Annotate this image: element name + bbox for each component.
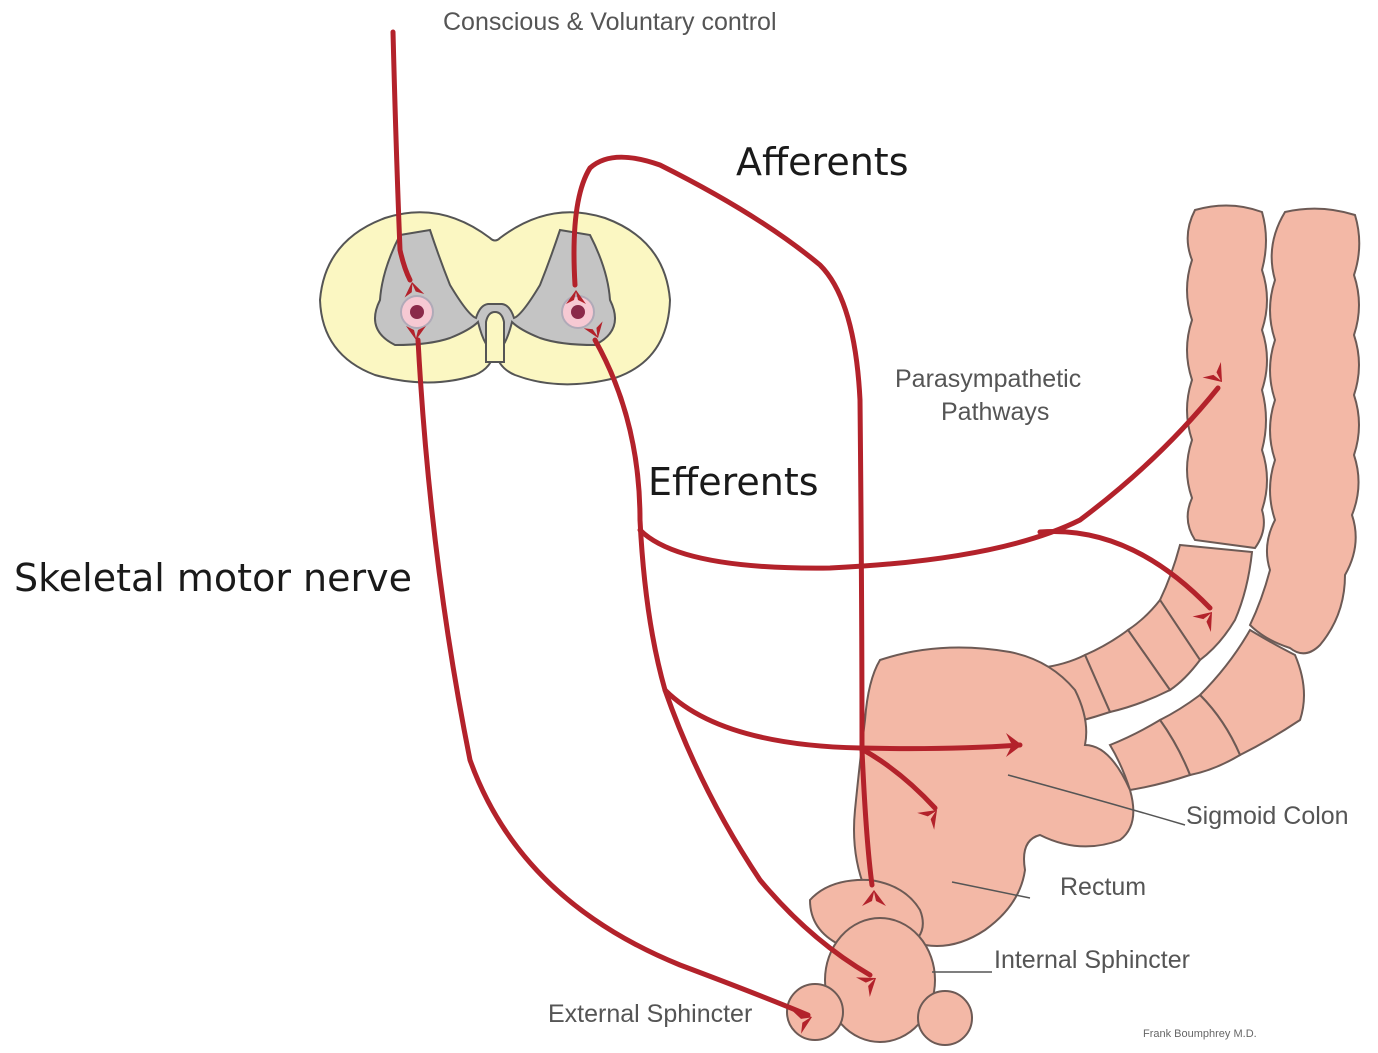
descending-colon-inner	[1187, 205, 1267, 548]
autonomic-neuron-body-right	[571, 305, 585, 319]
parasympathetic-label-line2: Pathways	[941, 398, 1049, 427]
spinal-cord-section	[320, 212, 670, 384]
efferent-trunk	[595, 340, 870, 975]
spinal-central-notch	[486, 312, 504, 362]
afferents-label: Afferents	[736, 140, 909, 184]
author-credit: Frank Boumphrey M.D.	[1143, 1028, 1257, 1040]
skeletal-motor-nerve	[418, 340, 808, 1015]
rectum-label: Rectum	[1060, 873, 1146, 902]
external-sphincter-label: External Sphincter	[548, 1000, 752, 1029]
skeletal-motor-nerve-label: Skeletal motor nerve	[14, 556, 412, 600]
parasympathetic-label-line1: Parasympathetic	[895, 365, 1081, 394]
motor-neuron-body-left	[410, 305, 424, 319]
colon	[787, 205, 1359, 1045]
sigmoid-colon-label: Sigmoid Colon	[1186, 802, 1349, 831]
conscious-control-label: Conscious & Voluntary control	[443, 8, 777, 37]
efferents-label: Efferents	[648, 460, 819, 504]
external-sphincter-lobe-right	[918, 991, 972, 1045]
internal-sphincter-label: Internal Sphincter	[994, 946, 1190, 975]
